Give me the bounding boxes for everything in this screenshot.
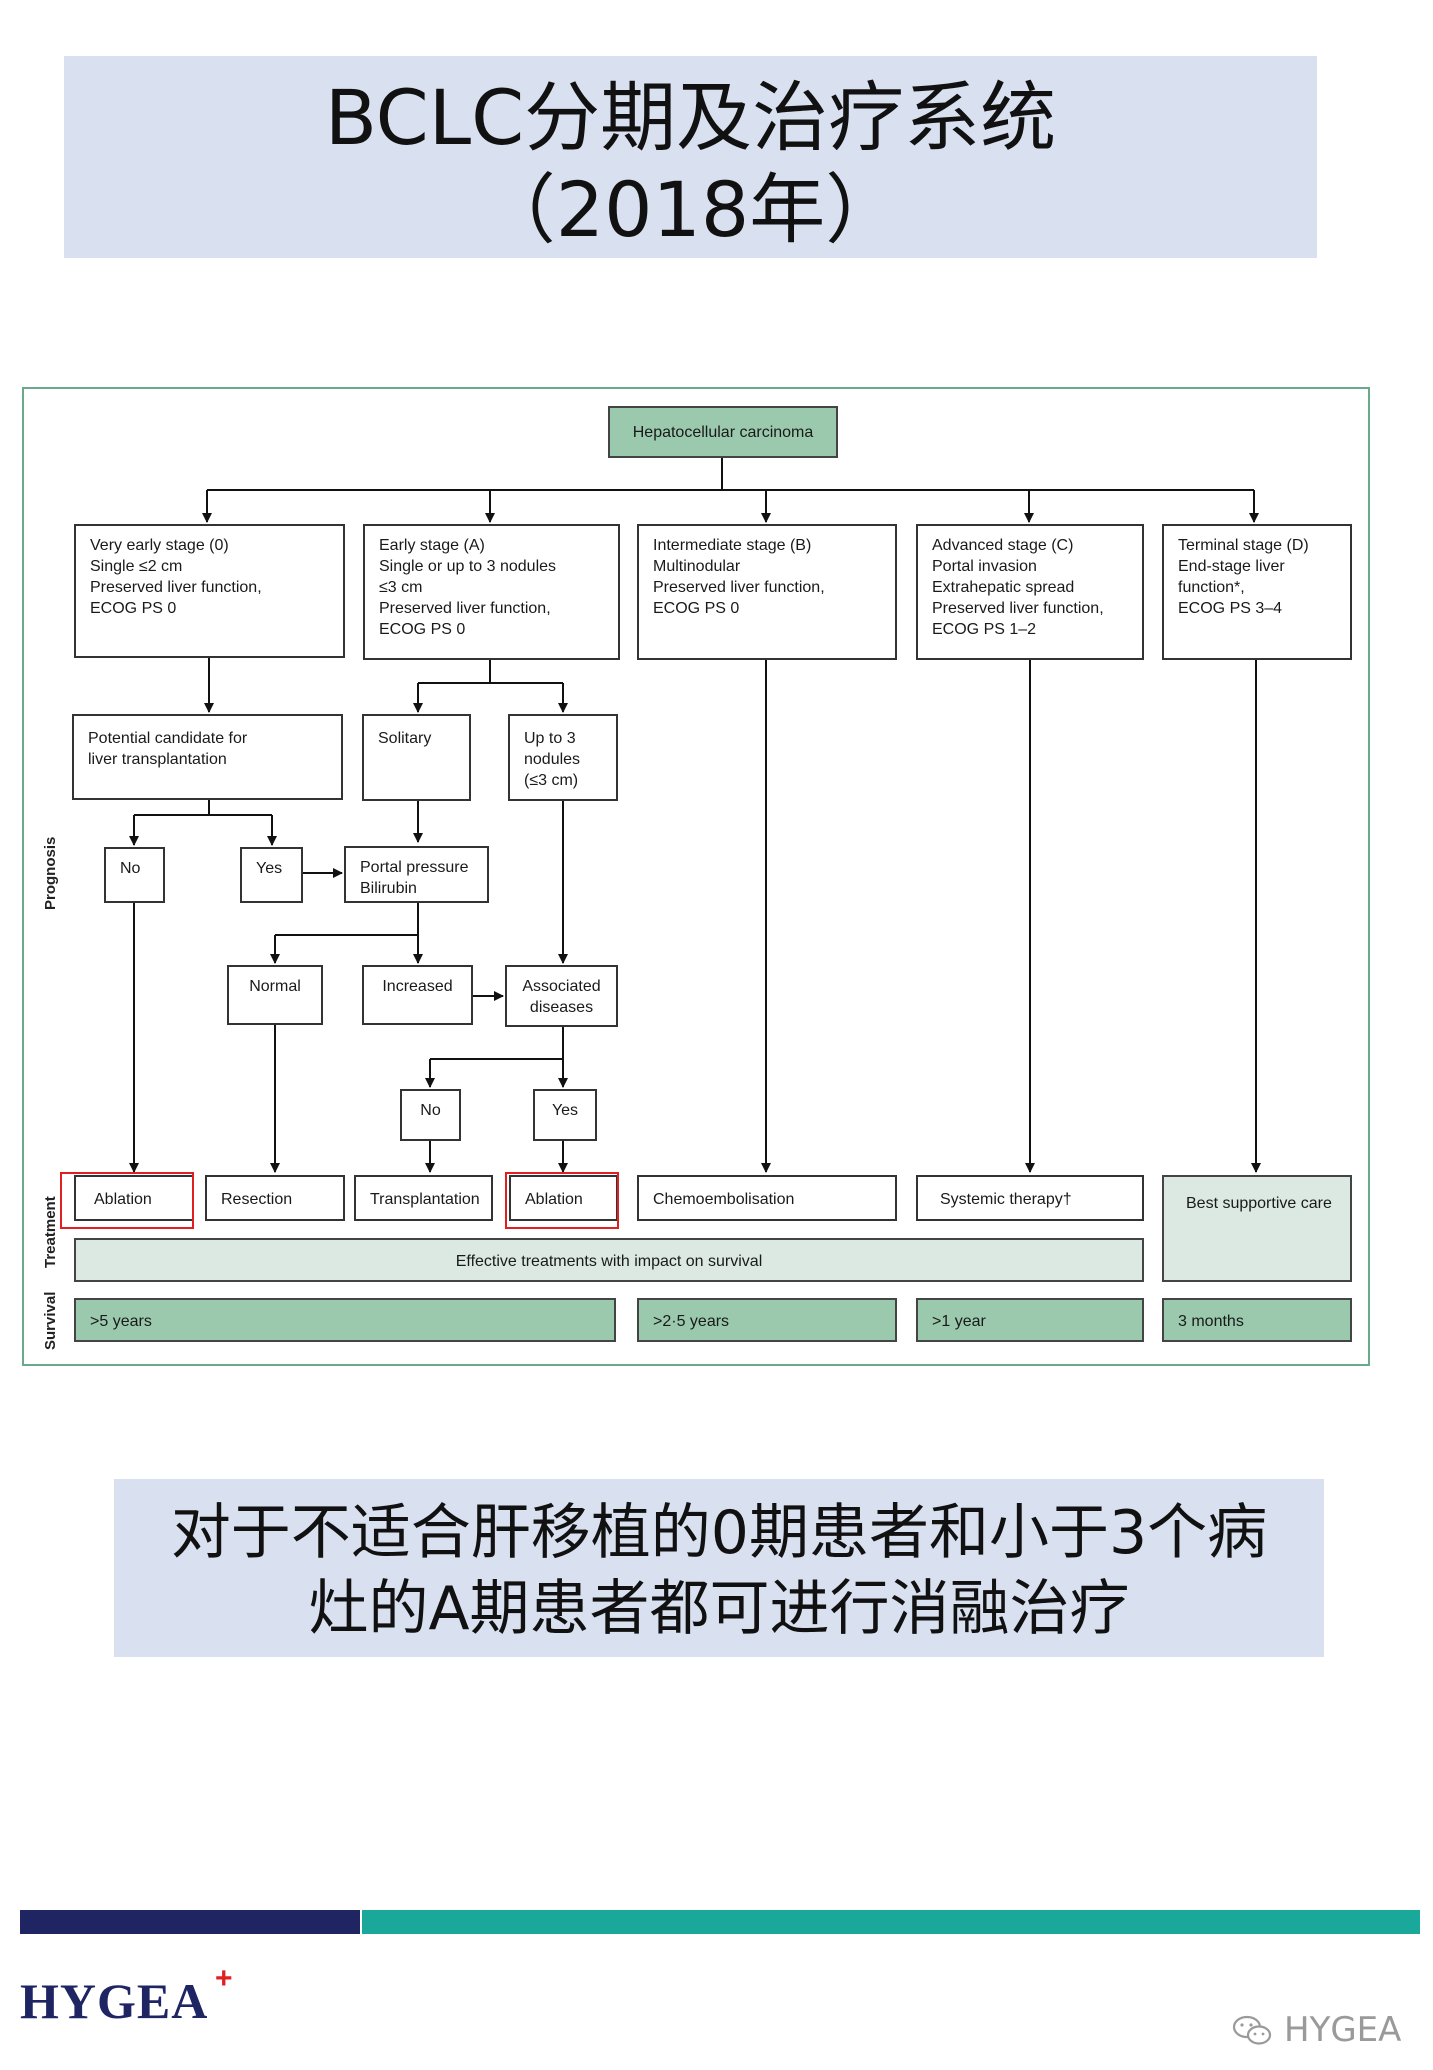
prognosis-label: Prognosis <box>42 836 59 910</box>
root-node-hcc: Hepatocellular carcinoma <box>608 406 838 458</box>
transplant-candidate-box: Potential candidate for liver transplant… <box>72 714 343 800</box>
associated-yes-box: Yes <box>533 1089 597 1141</box>
associated-no-box: No <box>400 1089 461 1141</box>
chemoembolisation-box: Chemoembolisation <box>637 1175 897 1221</box>
candidate-no-box: No <box>104 847 165 903</box>
portal-pressure-box: Portal pressure Bilirubin <box>344 846 489 903</box>
ablation-box-stage-0: Ablation <box>74 1175 194 1221</box>
effective-treatments-bar: Effective treatments with impact on surv… <box>74 1238 1144 1282</box>
ablation-highlight-a <box>505 1172 619 1229</box>
note-banner: 对于不适合肝移植的0期患者和小于3个病 灶的A期患者都可进行消融治疗 <box>114 1479 1324 1657</box>
wechat-icon <box>1232 2015 1272 2045</box>
ablation-box-stage-a: Ablation <box>509 1175 618 1221</box>
stage-b-box: Intermediate stage (B) Multinodular Pres… <box>637 524 897 660</box>
systemic-therapy-box: Systemic therapy† <box>916 1175 1144 1221</box>
solitary-box: Solitary <box>362 714 471 801</box>
title-banner: BCLC分期及治疗系统 （2018年） <box>64 56 1317 258</box>
best-supportive-care-box: Best supportive care <box>1162 1175 1352 1282</box>
ablation-highlight-0 <box>60 1172 194 1229</box>
note-text: 对于不适合肝移植的0期患者和小于3个病 灶的A期患者都可进行消融治疗 <box>170 1498 1268 1644</box>
candidate-yes-box: Yes <box>240 847 303 903</box>
footer-bar-teal <box>362 1910 1420 1934</box>
stage-c-box: Advanced stage (C) Portal invasion Extra… <box>916 524 1144 660</box>
survival-label: Survival <box>42 1291 59 1350</box>
logo-cross-icon: + <box>215 1962 233 1995</box>
stage-a-box: Early stage (A) Single or up to 3 nodule… <box>363 524 620 660</box>
up-to-3-nodules-box: Up to 3 nodules (≤3 cm) <box>508 714 618 801</box>
survival-stage-d: 3 months <box>1162 1298 1352 1342</box>
footer-bar-dark <box>20 1910 360 1934</box>
associated-diseases-box: Associated diseases <box>505 965 618 1027</box>
survival-stage-c: >1 year <box>916 1298 1144 1342</box>
transplantation-box: Transplantation <box>354 1175 493 1221</box>
hygea-logo: HYGEA <box>20 1973 209 2029</box>
normal-box: Normal <box>227 965 323 1025</box>
increased-box: Increased <box>362 965 473 1025</box>
watermark-text: HYGEA <box>1284 2010 1402 2050</box>
stage-d-box: Terminal stage (D) End-stage liver funct… <box>1162 524 1352 660</box>
resection-box: Resection <box>205 1175 345 1221</box>
treatment-label: Treatment <box>42 1196 59 1268</box>
page-title: BCLC分期及治疗系统 （2018年） <box>324 73 1057 254</box>
survival-stage-b: >2·5 years <box>637 1298 897 1342</box>
survival-stage-0a: >5 years <box>74 1298 616 1342</box>
stage-0-box: Very early stage (0) Single ≤2 cm Preser… <box>74 524 345 658</box>
